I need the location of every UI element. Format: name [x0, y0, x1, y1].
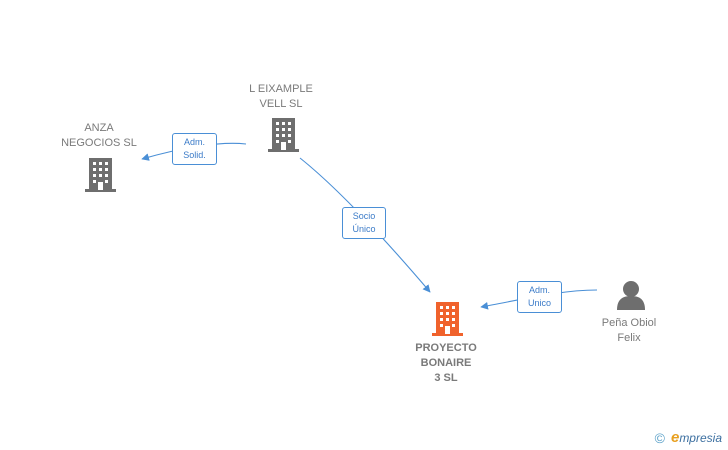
- building-icon[interactable]: [85, 158, 116, 192]
- building-icon[interactable]: [268, 118, 299, 152]
- edge-label-adm-unico: Adm. Unico: [517, 281, 562, 313]
- edge-label-socio-unico: Socio Único: [342, 207, 386, 239]
- node-label-pena[interactable]: Peña Obiol Felix: [601, 317, 657, 344]
- edge-label-line: Único: [352, 224, 376, 234]
- edge-label-line: Unico: [527, 298, 551, 308]
- edge-label-line: Solid.: [183, 150, 206, 160]
- brand-watermark: © empresia: [655, 429, 722, 446]
- copyright-symbol: ©: [654, 429, 665, 446]
- empresia-logo: empresia: [670, 429, 722, 446]
- node-label-proyecto[interactable]: PROYECTO BONAIRE 3 SL: [415, 342, 477, 384]
- building-icon[interactable]: [432, 302, 463, 336]
- node-label-l-eixample[interactable]: L EIXAMPLE VELL SL: [249, 83, 313, 110]
- node-label-anza[interactable]: ANZA NEGOCIOS SL: [61, 122, 137, 149]
- edge-label-line: Socio: [352, 211, 376, 221]
- edge-label-adm-solid: Adm. Solid.: [172, 133, 217, 165]
- person-icon[interactable]: [617, 281, 645, 310]
- edge-label-line: Adm.: [528, 285, 550, 295]
- edge-label-line: Adm.: [183, 137, 205, 147]
